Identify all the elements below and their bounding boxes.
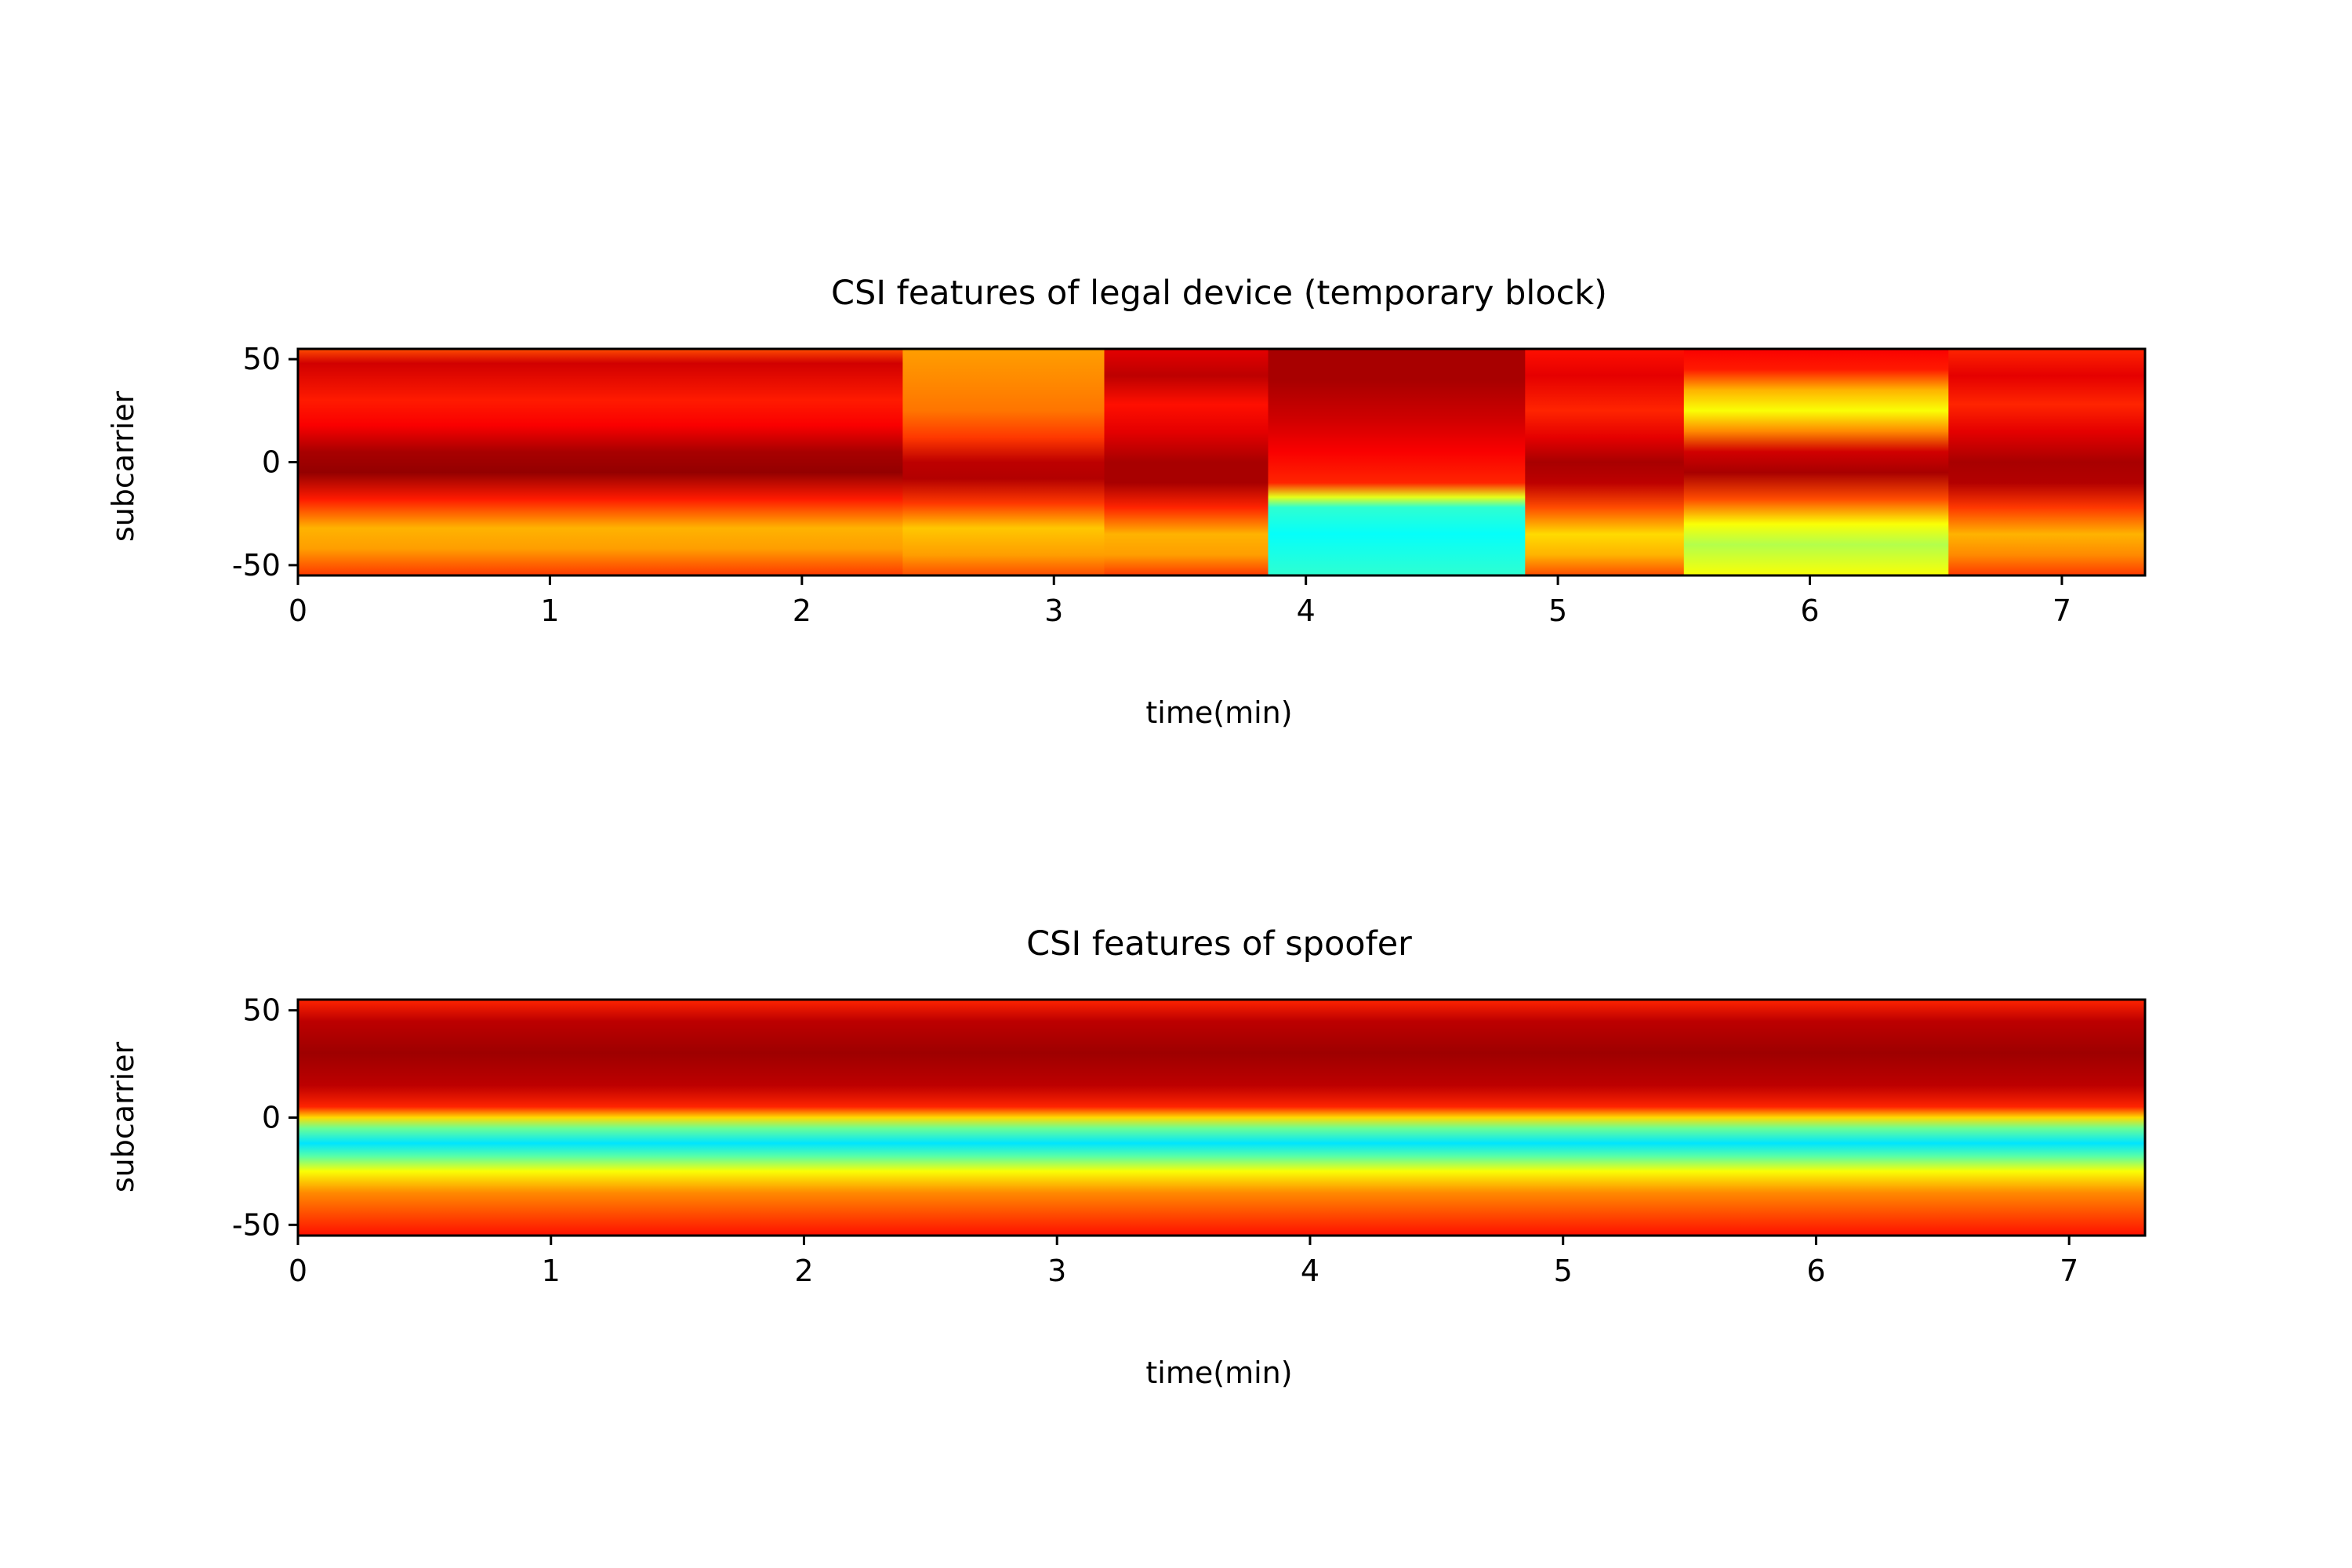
chart-2-y-axis-label: subcarrier	[106, 1041, 140, 1192]
x-tick-label: 7	[2053, 593, 2071, 628]
x-tick-label: 5	[1554, 1254, 1573, 1288]
heatmap-segment	[298, 1000, 2146, 1236]
x-tick-label: 5	[1548, 593, 1567, 628]
x-tick-label: 1	[542, 1254, 561, 1288]
chart-1-x-axis-label: time(min)	[1145, 695, 1292, 730]
y-tick-label: -50	[232, 548, 281, 583]
x-tick-label: 6	[1800, 593, 1819, 628]
y-tick-label: -50	[232, 1207, 281, 1242]
x-tick-label: 0	[289, 1254, 307, 1288]
chart-1-x-ticks: 0 1 2 3 4 5 6 7	[289, 575, 2071, 628]
x-tick-label: 3	[1044, 593, 1063, 628]
heatmap-segment	[1525, 349, 1685, 575]
chart-1-title: CSI features of legal device (temporary …	[831, 274, 1607, 313]
chart-1-y-axis-label: subcarrier	[106, 390, 140, 542]
heatmap-segment	[902, 349, 1105, 575]
chart-1: CSI features of legal device (temporary …	[106, 274, 2147, 730]
x-tick-label: 0	[289, 593, 307, 628]
y-tick-label: 0	[262, 445, 281, 480]
chart-1-y-ticks: 50 0 -50	[232, 342, 298, 583]
chart-2-title: CSI features of spoofer	[1026, 924, 1412, 964]
heatmap-segment	[298, 349, 904, 575]
y-tick-label: 50	[243, 342, 281, 376]
chart-2-y-ticks: 50 0 -50	[232, 993, 298, 1242]
x-tick-label: 3	[1047, 1254, 1066, 1288]
x-tick-label: 6	[1806, 1254, 1825, 1288]
x-tick-label: 7	[2060, 1254, 2078, 1288]
x-tick-label: 4	[1301, 1254, 1319, 1288]
chart-1-heatmap	[298, 349, 2146, 575]
heatmap-segment	[1268, 349, 1526, 575]
chart-2-x-axis-label: time(min)	[1145, 1356, 1292, 1390]
chart-2-x-ticks: 0 1 2 3 4 5 6 7	[289, 1236, 2078, 1288]
y-tick-label: 50	[243, 993, 281, 1028]
x-tick-label: 1	[540, 593, 559, 628]
x-tick-label: 2	[794, 1254, 813, 1288]
heatmap-segment	[1683, 349, 1950, 575]
y-tick-label: 0	[262, 1101, 281, 1135]
chart-2-heatmap	[298, 1000, 2146, 1236]
x-tick-label: 2	[793, 593, 811, 628]
x-tick-label: 4	[1297, 593, 1316, 628]
heatmap-segment	[1948, 349, 2146, 575]
heatmap-segment	[1104, 349, 1269, 575]
